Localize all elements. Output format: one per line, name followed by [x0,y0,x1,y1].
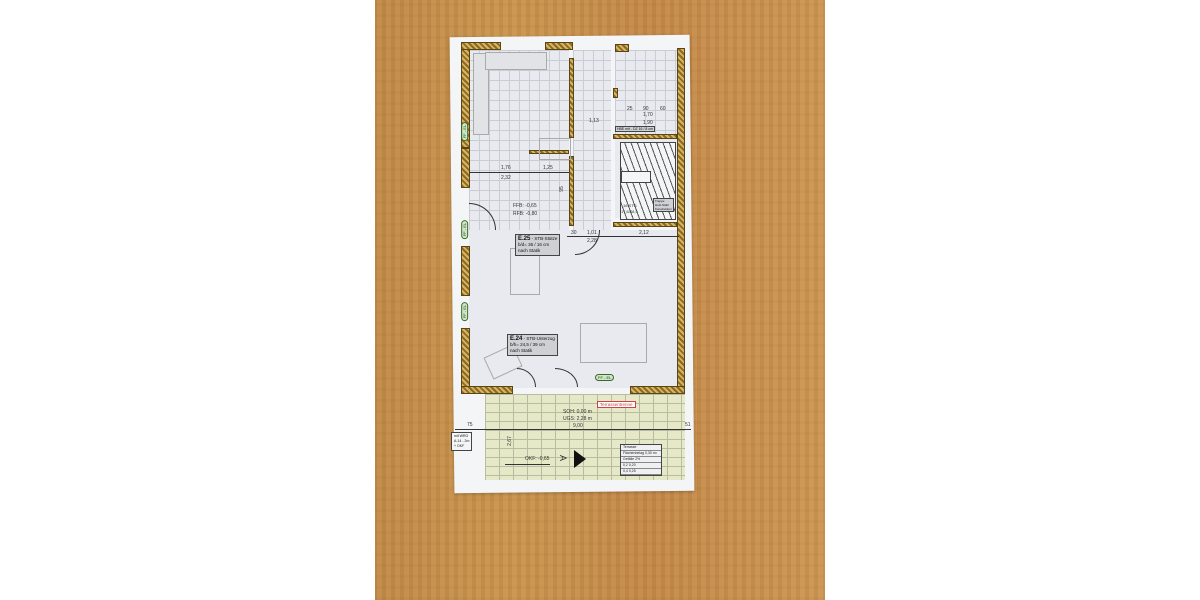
dim-vertical-terrace: 2,67 [506,436,513,446]
dim-bath-2: 1,90 [643,120,653,126]
legend-row: 0,2 0,20 [621,463,661,469]
window-tag-left-1: FF - EL [461,219,469,240]
stair-void [621,171,651,183]
dim-bath-small-c: 60 [660,106,666,112]
sofa [580,323,647,363]
level-ugs: UGS: 2,28 m [563,416,592,422]
legend-title: Terrasse [621,445,661,451]
left-note-line2: A-14 - 2m [454,439,470,443]
outer-wall-top-3 [615,44,629,52]
dim-corridor: 1,13 [589,118,599,124]
kitchen-island [539,138,571,160]
window-tag-kitchen: FF - EL [461,121,469,142]
terrace-legend: Terrasse Flächenbelag 0,30 m² Gefälle 2%… [620,444,662,476]
window-tag-left-2: FF - EL [461,301,469,322]
dim-left-75: 75 [467,422,473,428]
dim-right-212: 2,12 [639,230,649,236]
stairs-note-line2: Holz-Stahl [655,203,669,207]
legend-row: Gefälle 2% [621,457,661,463]
room-e24-line3: nach Statik [510,348,533,353]
dim-line-kitchen [469,172,569,173]
dim-door-101: 1,01 [587,230,597,236]
outer-wall-bottom-right [630,386,685,394]
stairs-note-line3: Konstruktion [655,207,672,211]
outer-wall-top-2 [545,42,573,50]
dim-door-228: 2,28 [587,238,597,244]
dim-kitchen-bottom: 2,32 [501,175,511,181]
room-e25-id: E.25 [518,236,531,242]
section-marker-label: A [558,454,569,462]
dim-bath-small-b: 90 [643,106,649,112]
dim-door-30: 30 [571,230,577,236]
room-e25-line1: - STB-Stütze [531,236,558,241]
dim-bath-1: 1,70 [643,112,653,118]
living-room [469,230,677,388]
dim-line-terrace [455,429,691,430]
kitchen-counter [473,53,489,135]
legend-row: Flächenbelag 0,30 m² [621,451,661,457]
level-ffb: FFB: -0,65 [513,203,537,209]
level-rfb: RFB: -0,80 [513,211,538,217]
room-e24-line1: - STB-Unterzug [523,336,555,341]
inner-wall-bath [613,88,618,98]
kitchen-counter-top [485,52,547,70]
bathroom [615,50,677,135]
outer-wall-left-bottom [461,328,470,390]
dim-vertical-95: 95 [558,186,565,192]
left-note-line3: + OKF [454,444,465,448]
okf-pointer-line [505,464,550,465]
dim-bath-small-a: 25 [627,106,633,112]
legend-row: 0,4 0,25 [621,469,661,475]
outer-wall-top-1 [461,42,501,50]
room-e25-line3: nach Statik [518,248,541,253]
floor-plan: 1,76 2,32 1,25 1,13 25 90 60 1,70 1,90 H… [451,38,691,490]
left-note-line1: mit WRG [454,434,469,438]
stairs-count: 16 STG [623,203,637,208]
kitchen-partition [529,150,569,154]
corridor [573,50,611,230]
inner-wall-corridor [569,156,574,226]
left-note: mit WRG A-14 - 2m + OKF [451,432,473,451]
bath-note: HBE mit - DZ 16 / 8 cm [615,126,655,132]
terrace-separator-tag: Terrassentrenne [597,401,636,408]
dim-line-living-top [567,236,679,237]
room-label-e24: E.24 - STB-Unterzug b/h= 24,5 / 39 cm na… [507,334,558,356]
level-soh: SOH: 0,00 m [563,409,592,415]
stairs-ratio: 17,6/28,5 [621,209,638,214]
room-e24-id: E.24 [510,336,523,342]
dim-terrace-width: 9,00 [573,423,583,429]
window-tag-bottom: FF - EL [595,374,615,381]
dim-kitchen-top: 1,76 [501,165,511,171]
room-label-e25: E.25 - STB-Stütze b/d= 36 / 16 cm nach S… [515,234,561,256]
stairs-note-line1: Treppe [655,199,665,203]
room-e24-line2: b/h= 24,5 / 39 cm [510,342,545,347]
room-e25-line2: b/d= 36 / 16 cm [518,242,550,247]
outer-wall-right [677,48,685,390]
dim-right-51: 51 [685,422,691,428]
stairs-note: Treppe Holz-Stahl Konstruktion [653,198,674,212]
level-okf: OKF: -0,65 [525,456,550,462]
inner-wall-stairs [613,134,677,139]
outer-wall-left-lower [461,246,470,296]
section-marker-arrow-icon [574,450,586,468]
dim-hall: 1,25 [543,165,553,171]
inner-wall-stairs-bottom [613,222,677,227]
outer-wall-left-mid [461,148,470,188]
outer-wall-bottom-left [461,386,513,394]
inner-wall-kitchen [569,58,574,138]
